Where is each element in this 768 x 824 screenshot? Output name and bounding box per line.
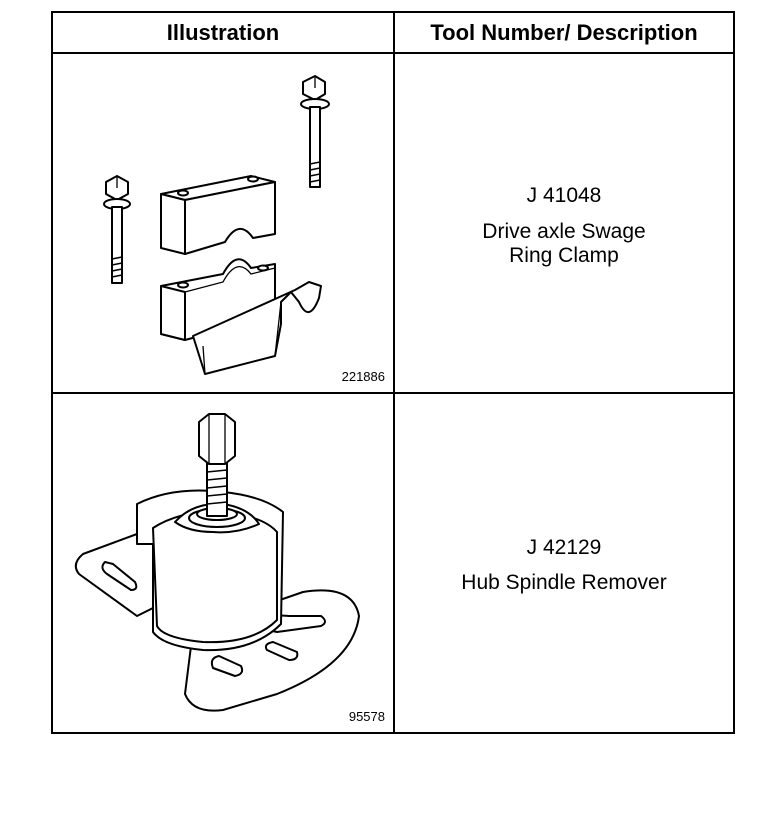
hub-spindle-remover-drawing — [74, 413, 360, 712]
figure-number: 95578 — [348, 709, 385, 724]
tool-description-line-1: Hub Spindle Remover — [461, 571, 667, 594]
swage-ring-clamp-drawing — [103, 75, 330, 375]
illustration-column-header: Illustration — [166, 20, 280, 45]
column-divider — [393, 13, 395, 732]
description-column-header: Tool Number/ Description — [430, 20, 698, 45]
tool-table: Illustration Tool Number/ Description — [51, 11, 735, 734]
bolt-icon — [103, 175, 131, 284]
tool-description-line-2: Ring Clamp — [509, 244, 619, 267]
tool-description-line-1: Drive axle Swage — [482, 220, 646, 243]
table-row-1-illustration: 221886 — [53, 54, 393, 392]
upper-clamp-block — [160, 175, 276, 255]
row-divider — [53, 392, 733, 394]
table-row-1-description: J 41048 Drive axle Swage Ring Clamp — [395, 54, 733, 392]
bolt-icon — [300, 75, 330, 188]
tool-number: J 42129 — [526, 536, 602, 559]
table-row-2-illustration: 95578 — [53, 394, 393, 732]
figure-number: 221886 — [341, 369, 385, 384]
table-row-2-description: J 42129 Hub Spindle Remover — [395, 394, 733, 732]
tool-number: J 41048 — [526, 184, 602, 207]
clamp-base-bracket — [192, 281, 322, 375]
